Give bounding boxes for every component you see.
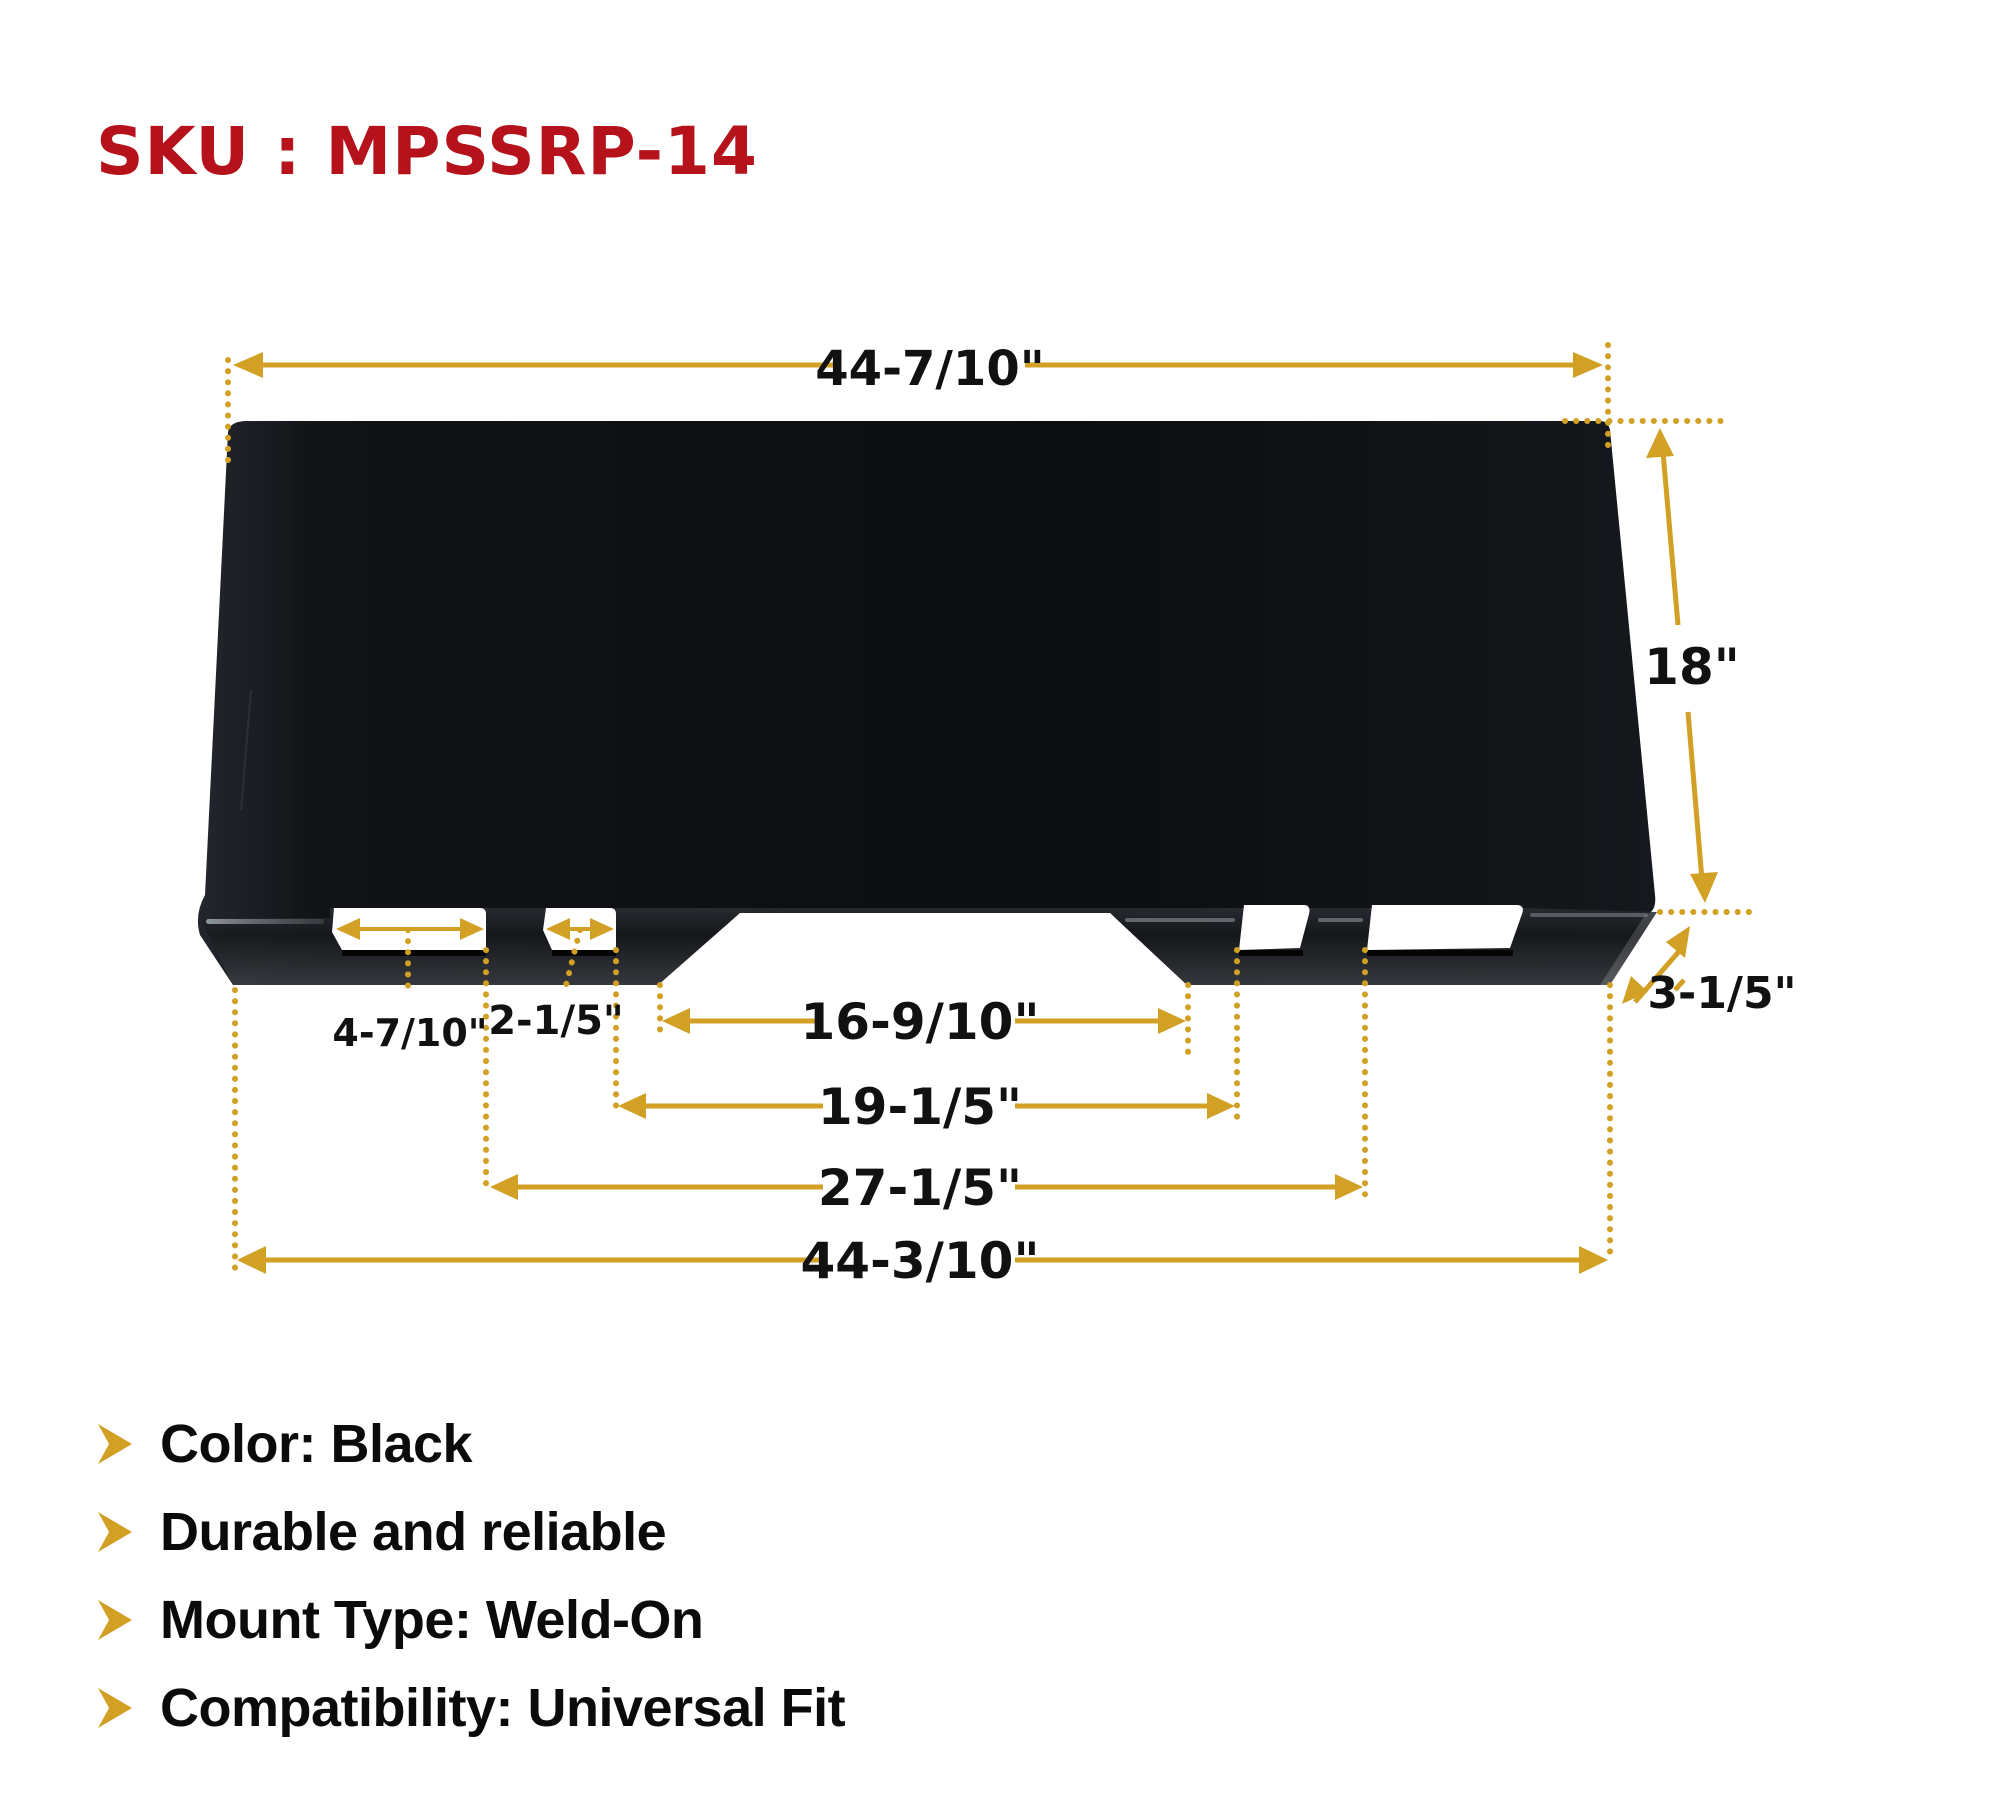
ext-slot2-mid xyxy=(563,927,583,988)
dim-notch-width xyxy=(662,1008,1186,1034)
label-lip-depth: 3-1/5" xyxy=(1647,968,1796,1019)
dim-inner-slot-span xyxy=(618,1093,1235,1119)
feature-item: Durable and reliable xyxy=(96,1488,845,1576)
dimension-lines xyxy=(225,342,1753,1274)
label-small-slot-width: 2-1/5" xyxy=(488,998,624,1044)
label-height: 18" xyxy=(1644,638,1740,696)
feature-label: Compatibility: Universal Fit xyxy=(160,1678,846,1738)
slot-4 xyxy=(1367,905,1523,950)
label-top-width: 44-7/10" xyxy=(815,341,1044,397)
plate-face xyxy=(197,421,1656,985)
lip-highlight-mid xyxy=(1125,918,1235,922)
dim-small-slot-width xyxy=(546,918,614,940)
lip-highlight-mid2 xyxy=(1318,918,1363,922)
chevron-right-icon xyxy=(96,1686,134,1730)
feature-label: Durable and reliable xyxy=(160,1502,667,1562)
feature-label: Color: Black xyxy=(160,1414,473,1474)
label-notch-width: 16-9/10" xyxy=(800,993,1039,1051)
feature-item: Color: Black xyxy=(96,1400,845,1488)
sku-title: SKU : MPSSRP-14 xyxy=(96,113,758,190)
lip-highlight-right xyxy=(1530,913,1648,917)
chevron-right-icon xyxy=(96,1598,134,1642)
dim-bottom-width xyxy=(237,1246,1608,1274)
lip-highlight-left xyxy=(206,919,324,924)
label-inner-slot-span: 19-1/5" xyxy=(818,1078,1022,1136)
dimension-labels: 44-7/10" 18" 3-1/5" 4-7/10" 2-1/5" 16-9/… xyxy=(332,341,1796,1290)
dim-top-width xyxy=(233,352,1603,378)
dim-outer-slot-span xyxy=(490,1174,1363,1200)
feature-label: Mount Type: Weld-On xyxy=(160,1590,704,1650)
dim-slot-width xyxy=(336,918,484,940)
label-outer-slot-span: 27-1/5" xyxy=(818,1159,1022,1217)
dim-height xyxy=(1646,428,1718,903)
dim-lip-depth xyxy=(1622,926,1690,1004)
chevron-right-icon xyxy=(96,1510,134,1554)
chevron-right-icon xyxy=(96,1422,134,1466)
label-slot-width: 4-7/10" xyxy=(332,1011,487,1055)
label-bottom-width: 44-3/10" xyxy=(800,1232,1039,1290)
center-notch xyxy=(658,913,1187,987)
slot-3 xyxy=(1239,905,1310,950)
mount-plate xyxy=(197,421,1657,987)
feature-item: Mount Type: Weld-On xyxy=(96,1576,845,1664)
feature-item: Compatibility: Universal Fit xyxy=(96,1664,846,1752)
feature-list: Color: Black Durable and reliable Mount … xyxy=(96,1400,846,1752)
